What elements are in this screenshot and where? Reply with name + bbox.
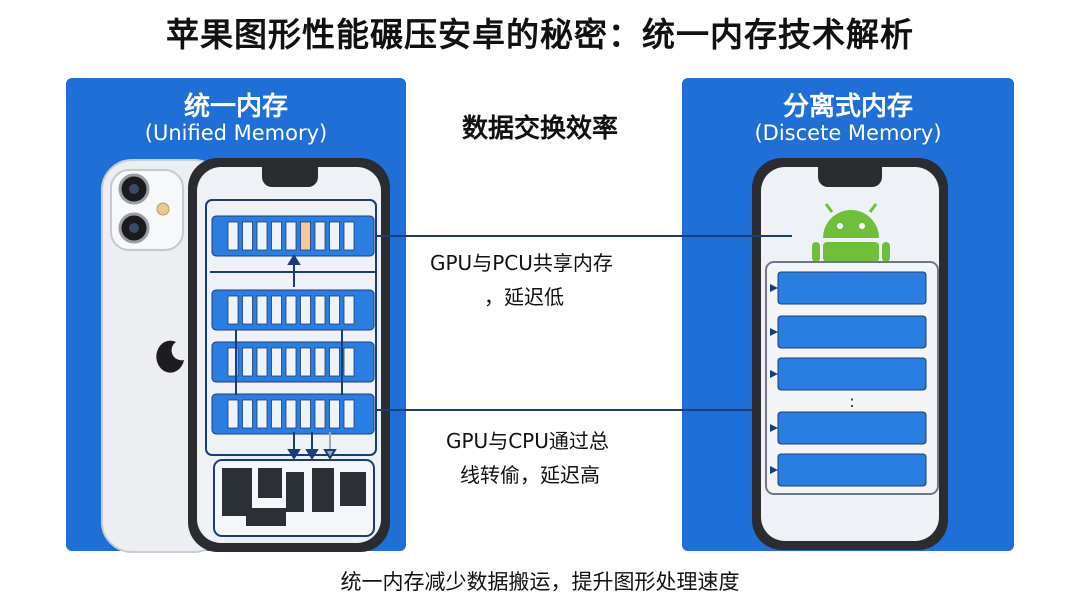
discrete-description: GPU与CPU通过总 线转偷，延迟高 [446, 424, 676, 492]
memory-chip [285, 295, 297, 325]
discrete-description-line1: GPU与CPU通过总 [446, 429, 609, 453]
efficiency-heading: 数据交换效率 [461, 114, 618, 144]
bottom-caption: 统一内存减少数据搬运，提升图形处理速度 [340, 570, 740, 594]
discrete-memory-module [777, 271, 927, 305]
memory-chip [343, 295, 355, 325]
android-logo-icon [812, 203, 890, 262]
memory-chip [329, 295, 340, 325]
memory-chip [271, 221, 282, 251]
bus-arrow-icon [770, 466, 778, 474]
unified-description: GPU与PCU共享内存 ，延迟低 [430, 246, 670, 314]
internal-connectors [210, 254, 376, 460]
discrete-memory-module [777, 357, 927, 391]
discrete-memory-subtitle: (Discete Memory) [754, 121, 942, 145]
memory-chip [256, 221, 268, 251]
discrete-memory-module [777, 453, 927, 487]
memory-chip [343, 221, 355, 251]
unified-memory-title: 统一内存 [183, 92, 288, 122]
memory-chip [227, 399, 239, 429]
memory-chip [256, 347, 268, 377]
memory-chip [285, 399, 297, 429]
discrete-memory-title: 分离式内存 [782, 92, 913, 122]
memory-chip [314, 221, 326, 251]
soc-chip-board [213, 459, 375, 537]
memory-chip [314, 347, 326, 377]
unified-memory-modules [211, 215, 375, 435]
memory-chip [242, 295, 253, 325]
unified-description-line1: GPU与PCU共享内存 [430, 251, 613, 275]
memory-chip [242, 399, 253, 429]
memory-chip [227, 221, 239, 251]
cross-connectors [376, 235, 792, 411]
bus-arrow-icon [770, 328, 778, 336]
memory-chip [343, 399, 355, 429]
flash-icon [156, 202, 170, 216]
memory-chip [256, 295, 268, 325]
iphone-notch [262, 167, 318, 187]
discrete-ellipsis: : [849, 392, 854, 411]
memory-chip [300, 399, 311, 429]
memory-chip [227, 347, 239, 377]
memory-chip [285, 221, 297, 251]
memory-chip [242, 347, 253, 377]
unified-memory-subtitle: (Unified Memory) [144, 121, 328, 145]
memory-chip [271, 295, 282, 325]
memory-chip [300, 295, 311, 325]
bus-arrow-icon [770, 284, 778, 292]
memory-chip [227, 295, 239, 325]
discrete-memory-module [777, 411, 927, 445]
unified-description-line2: ，延迟低 [484, 285, 564, 309]
memory-chip [314, 399, 326, 429]
apple-logo-icon [156, 340, 184, 373]
memory-chip [300, 221, 311, 251]
android-notch [818, 167, 882, 187]
discrete-memory-module [777, 315, 927, 349]
memory-chip [242, 221, 253, 251]
memory-chip [314, 295, 326, 325]
page-title: 苹果图形性能碾压安卓的秘密：统一内存技术解析 [166, 15, 914, 54]
memory-chip [285, 347, 297, 377]
memory-chip [343, 347, 355, 377]
bus-arrow-icon [770, 370, 778, 378]
memory-chip [300, 347, 311, 377]
discrete-description-line2: 线转偷，延迟高 [460, 463, 600, 487]
memory-chip [329, 399, 340, 429]
bus-arrow-icon [770, 424, 778, 432]
memory-chip [256, 399, 268, 429]
memory-chip [329, 221, 340, 251]
memory-chip [271, 399, 282, 429]
discrete-memory-modules [770, 271, 927, 487]
memory-chip [271, 347, 282, 377]
memory-chip [329, 347, 340, 377]
